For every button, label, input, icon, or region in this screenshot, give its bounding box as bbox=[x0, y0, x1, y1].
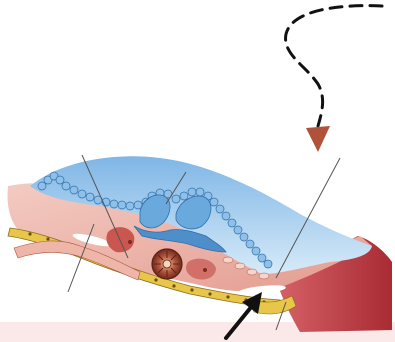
notochord bbox=[152, 249, 182, 279]
dashed-curved-arrow bbox=[286, 6, 382, 152]
